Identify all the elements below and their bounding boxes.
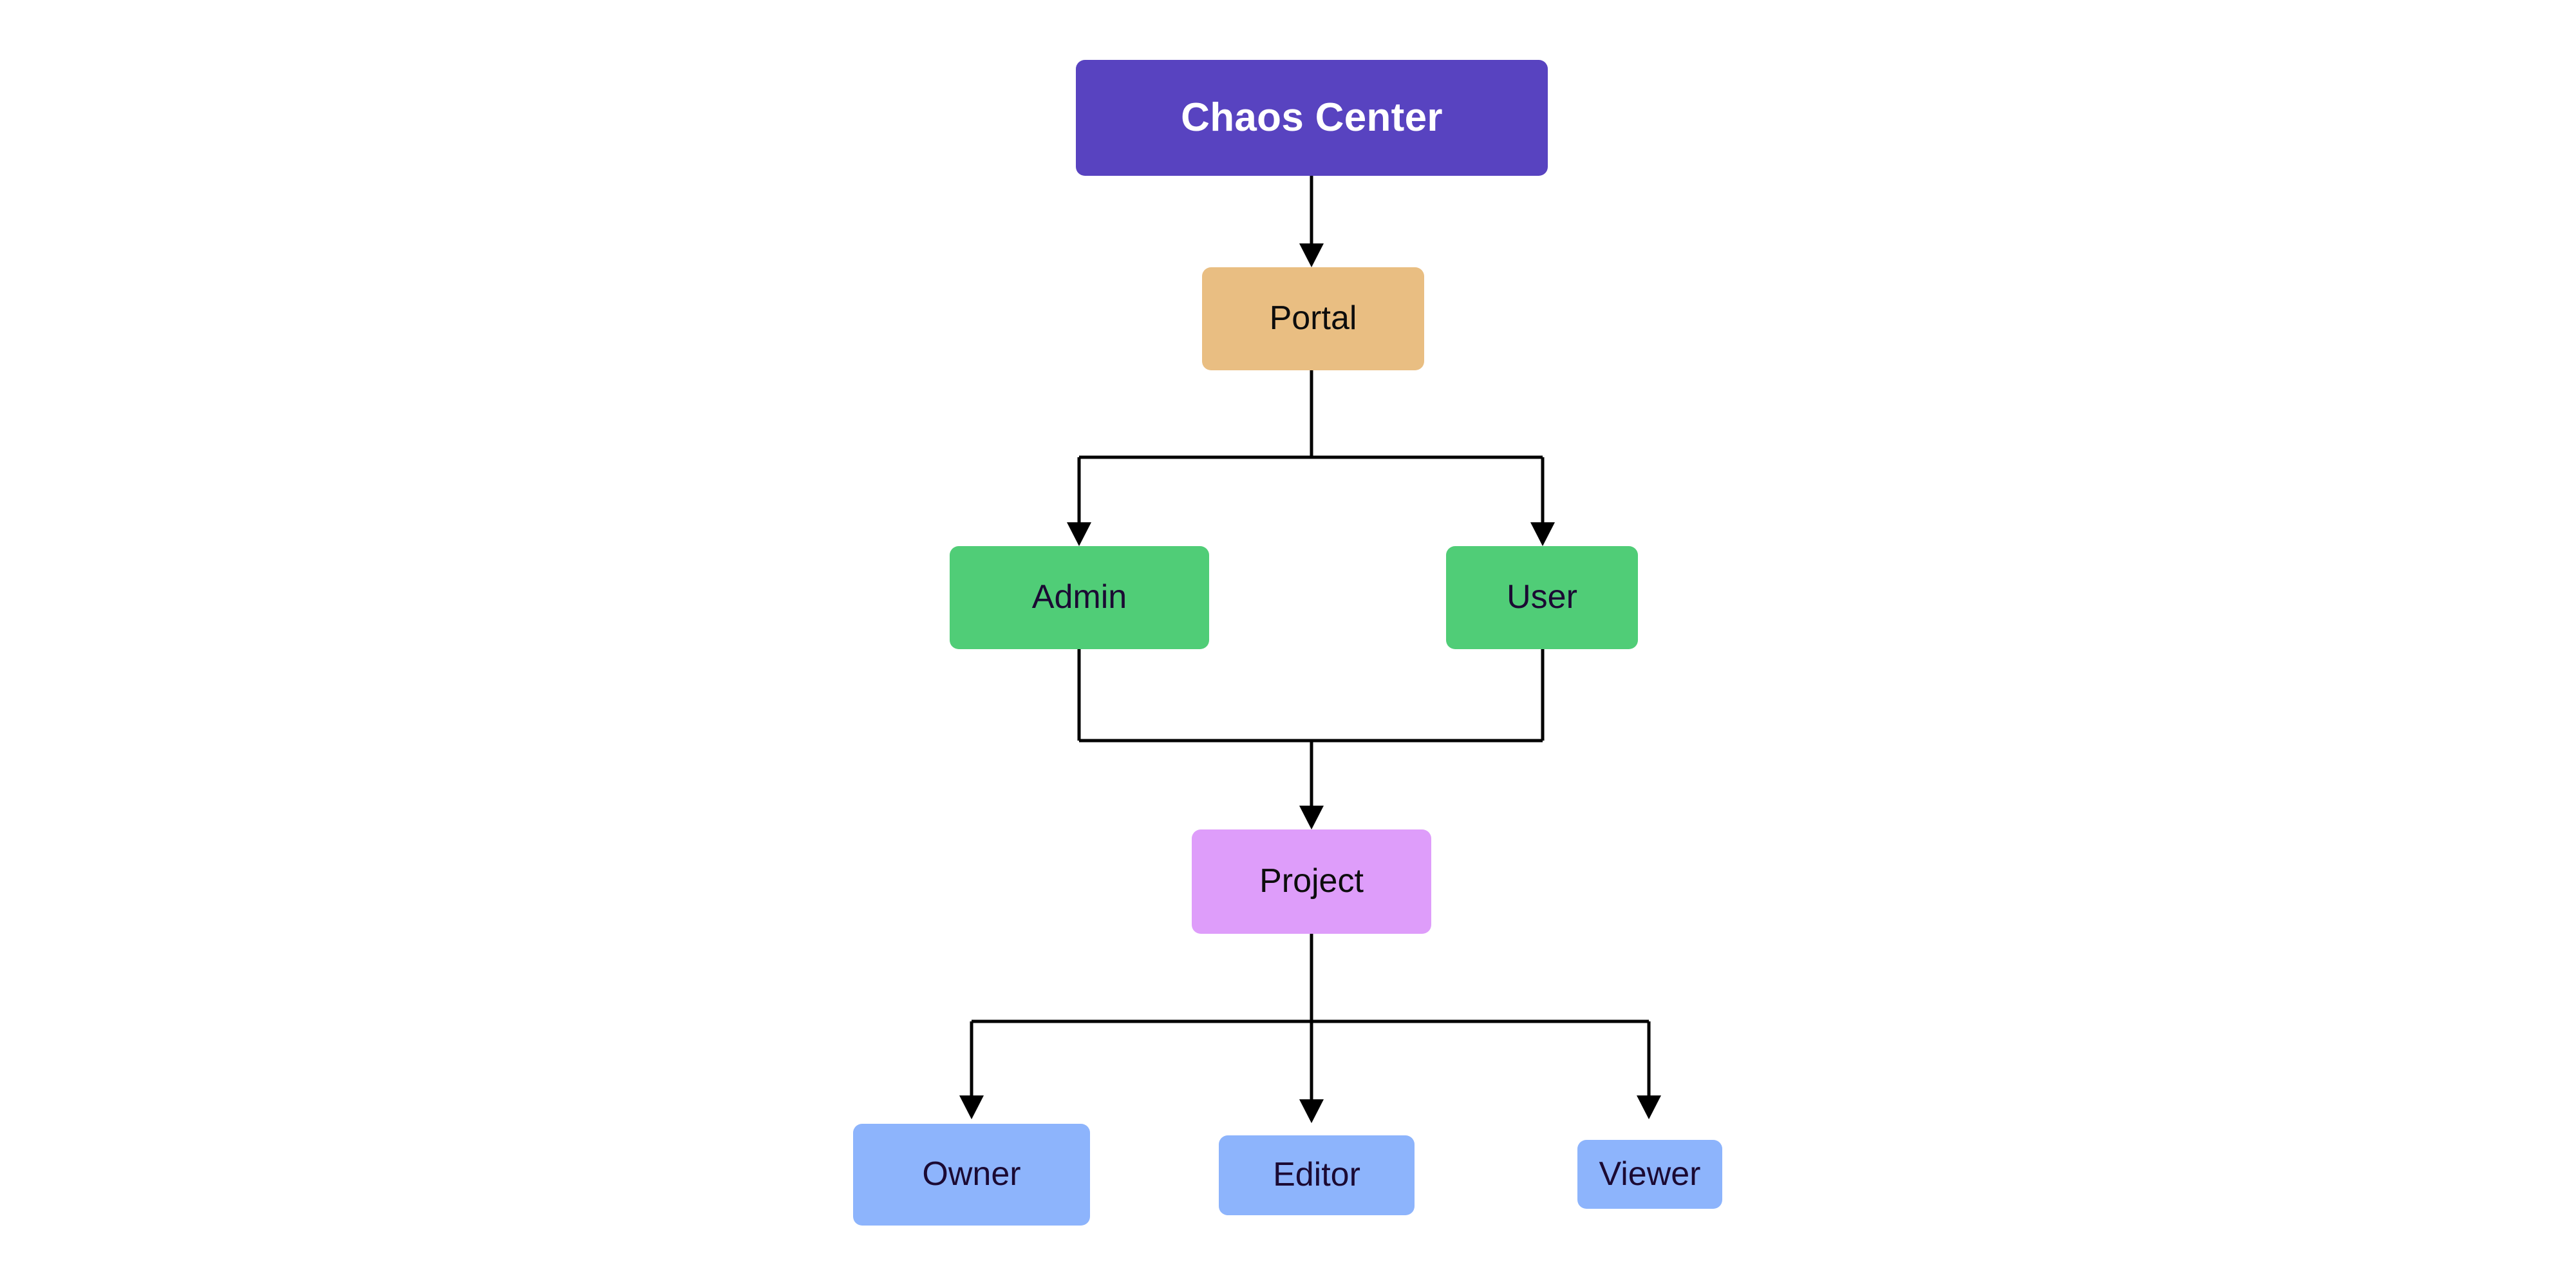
edge-admin-user-to-project [1077, 649, 1545, 829]
node-portal-label: Portal [1269, 299, 1357, 337]
node-viewer[interactable]: Viewer [1577, 1140, 1722, 1209]
node-chaos-center[interactable]: Chaos Center [1076, 60, 1548, 176]
node-user[interactable]: User [1446, 546, 1638, 649]
node-user-label: User [1507, 578, 1577, 616]
node-editor[interactable]: Editor [1219, 1135, 1415, 1215]
node-viewer-label: Viewer [1599, 1155, 1701, 1193]
node-portal[interactable]: Portal [1202, 267, 1424, 370]
edge-project-to-roles [959, 934, 1661, 1123]
edge-chaos-center-to-portal [1299, 176, 1324, 267]
node-admin[interactable]: Admin [950, 546, 1209, 649]
node-owner[interactable]: Owner [853, 1124, 1090, 1226]
node-chaos-center-label: Chaos Center [1181, 95, 1443, 140]
node-owner-label: Owner [922, 1155, 1021, 1193]
edge-portal-to-admin-user [1067, 370, 1555, 546]
node-admin-label: Admin [1031, 578, 1127, 616]
node-project[interactable]: Project [1192, 829, 1431, 934]
node-editor-label: Editor [1273, 1156, 1360, 1194]
node-project-label: Project [1259, 862, 1364, 900]
